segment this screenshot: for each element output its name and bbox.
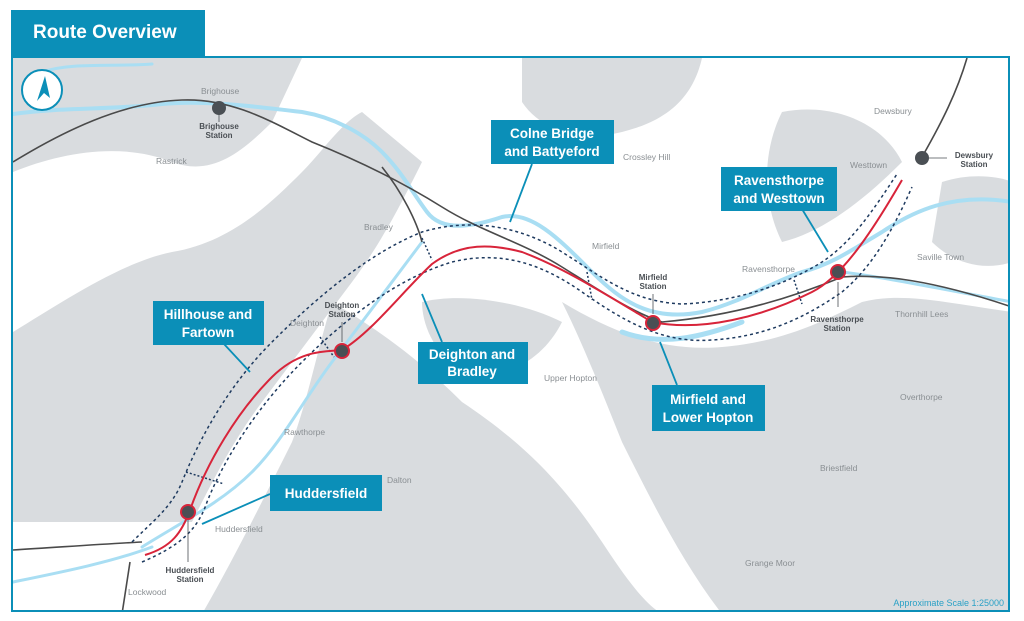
callout-hillhouse[interactable]: Hillhouse and Fartown <box>153 301 264 345</box>
place-dalton: Dalton <box>387 475 412 485</box>
deighton-station-label: Deighton <box>325 301 360 310</box>
stations <box>180 101 929 520</box>
place-dewsbury: Dewsbury <box>874 106 913 116</box>
place-mirfield: Mirfield <box>592 241 620 251</box>
route-corridor <box>131 173 913 563</box>
callout-deighton-bradley[interactable]: Deighton and Bradley <box>418 342 528 384</box>
callout-colne-bridge-line2: and Battyeford <box>504 144 599 159</box>
railway-lines <box>13 58 1008 610</box>
place-thornhill-lees: Thornhill Lees <box>895 309 948 319</box>
scale-label: Approximate Scale 1:25000 <box>893 598 1004 608</box>
mirfield-station-label: Mirfield <box>639 273 668 282</box>
dewsbury-station-label-2: Station <box>960 160 987 169</box>
dewsbury-station-marker[interactable] <box>915 151 929 165</box>
callout-colne-bridge[interactable]: Colne Bridge and Battyeford <box>491 120 614 164</box>
huddersfield-station-label-2: Station <box>176 575 203 584</box>
place-crossley-hill: Crossley Hill <box>623 152 670 162</box>
callout-hillhouse-line1: Hillhouse and <box>164 307 253 322</box>
brighouse-station-label: Brighouse <box>199 122 239 131</box>
place-westtown: Westtown <box>850 160 887 170</box>
map-canvas: Brighouse Station Deighton Station Hudde… <box>13 58 1008 610</box>
callout-deighton-bradley-line1: Deighton and <box>429 347 515 362</box>
callout-mirfield-hopton-line1: Mirfield and <box>670 392 746 407</box>
place-saville-town: Saville Town <box>917 252 964 262</box>
place-deighton: Deighton <box>290 318 324 328</box>
station-labels: Brighouse Station Deighton Station Hudde… <box>166 122 994 584</box>
huddersfield-station-label: Huddersfield <box>166 566 215 575</box>
dewsbury-station-label: Dewsbury <box>955 151 994 160</box>
mirfield-station-label-2: Station <box>639 282 666 291</box>
place-briestfield: Briestfield <box>820 463 858 473</box>
callout-mirfield-hopton-line2: Lower Hopton <box>663 410 754 425</box>
route-map[interactable]: Brighouse Station Deighton Station Hudde… <box>11 56 1010 612</box>
callout-colne-bridge-line1: Colne Bridge <box>510 126 594 141</box>
place-ravensthorpe: Ravensthorpe <box>742 264 795 274</box>
place-huddersfield: Huddersfield <box>215 524 263 534</box>
place-labels: Brighouse Rastrick Bradley Deighton Rawt… <box>128 86 964 597</box>
page-title: Route Overview <box>11 10 205 56</box>
callout-deighton-bradley-line2: Bradley <box>447 364 497 379</box>
deighton-station-marker[interactable] <box>334 343 350 359</box>
place-rastrick: Rastrick <box>156 156 187 166</box>
callout-ravensthorpe-westtown-line1: Ravensthorpe <box>734 173 825 188</box>
callout-huddersfield[interactable]: Huddersfield <box>270 475 382 511</box>
huddersfield-station-marker[interactable] <box>180 504 196 520</box>
brighouse-station-label-2: Station <box>205 131 232 140</box>
compass-north-icon <box>21 69 63 111</box>
place-upper-hopton: Upper Hopton <box>544 373 597 383</box>
proposed-route-line <box>144 179 903 556</box>
deighton-station-label-2: Station <box>328 310 355 319</box>
mirfield-station-marker[interactable] <box>645 315 661 331</box>
place-overthorpe: Overthorpe <box>900 392 943 402</box>
callout-ravensthorpe-westtown-line2: and Westtown <box>733 191 824 206</box>
place-bradley: Bradley <box>364 222 394 232</box>
callout-mirfield-hopton[interactable]: Mirfield and Lower Hopton <box>652 385 765 431</box>
ravensthorpe-station-label-2: Station <box>823 324 850 333</box>
callout-leaders <box>201 163 829 525</box>
place-grange-moor: Grange Moor <box>745 558 795 568</box>
callout-huddersfield-line1: Huddersfield <box>285 486 368 501</box>
ravensthorpe-station-label: Ravensthorpe <box>810 315 864 324</box>
segment-boundaries <box>185 237 803 485</box>
callout-hillhouse-line2: Fartown <box>182 325 235 340</box>
place-lockwood: Lockwood <box>128 587 167 597</box>
place-brighouse: Brighouse <box>201 86 240 96</box>
place-rawthorpe: Rawthorpe <box>284 427 325 437</box>
callout-ravensthorpe-westtown[interactable]: Ravensthorpe and Westtown <box>721 167 837 211</box>
ravensthorpe-station-marker[interactable] <box>830 264 846 280</box>
brighouse-station-marker[interactable] <box>212 101 226 115</box>
